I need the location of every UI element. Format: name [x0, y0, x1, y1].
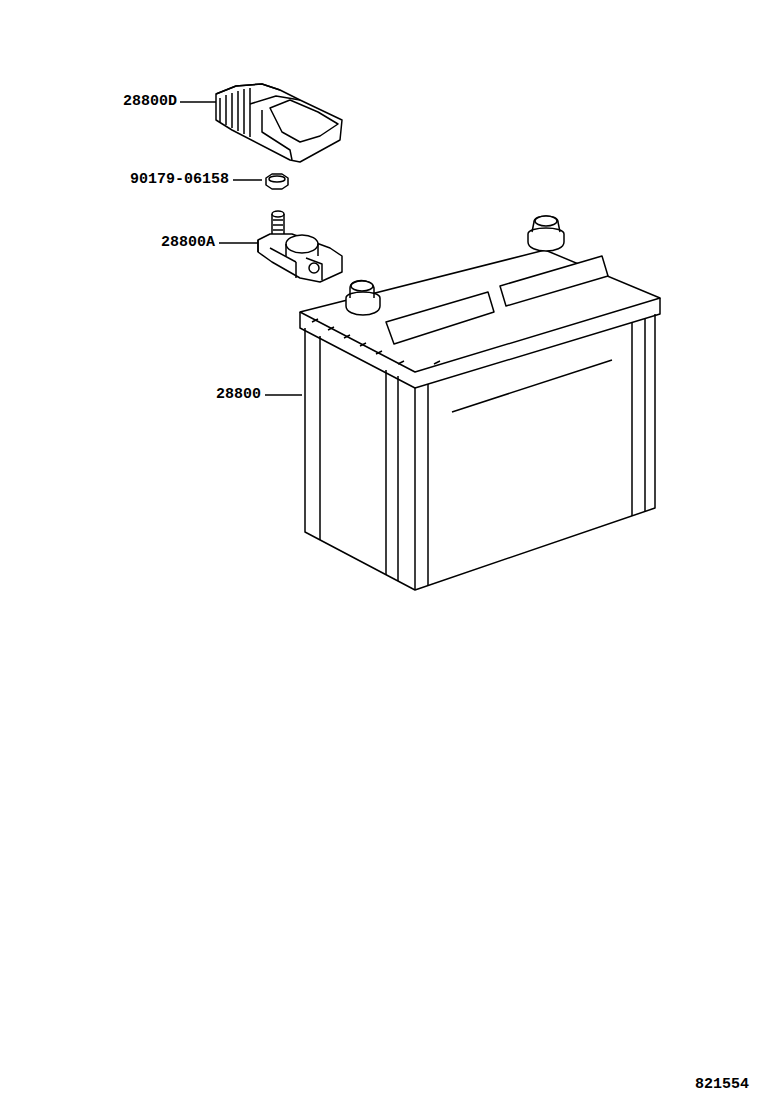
- part-number: 28800: [215, 386, 262, 404]
- part-number: 28800A: [160, 234, 216, 252]
- battery: [300, 216, 660, 590]
- terminal-clamp: [258, 211, 342, 282]
- nut: [266, 174, 288, 189]
- part-number: 90179-06158: [129, 171, 230, 189]
- figure-number: 821554: [694, 1076, 750, 1094]
- part-number: 28800D: [122, 93, 178, 111]
- terminal-cover: [216, 84, 342, 162]
